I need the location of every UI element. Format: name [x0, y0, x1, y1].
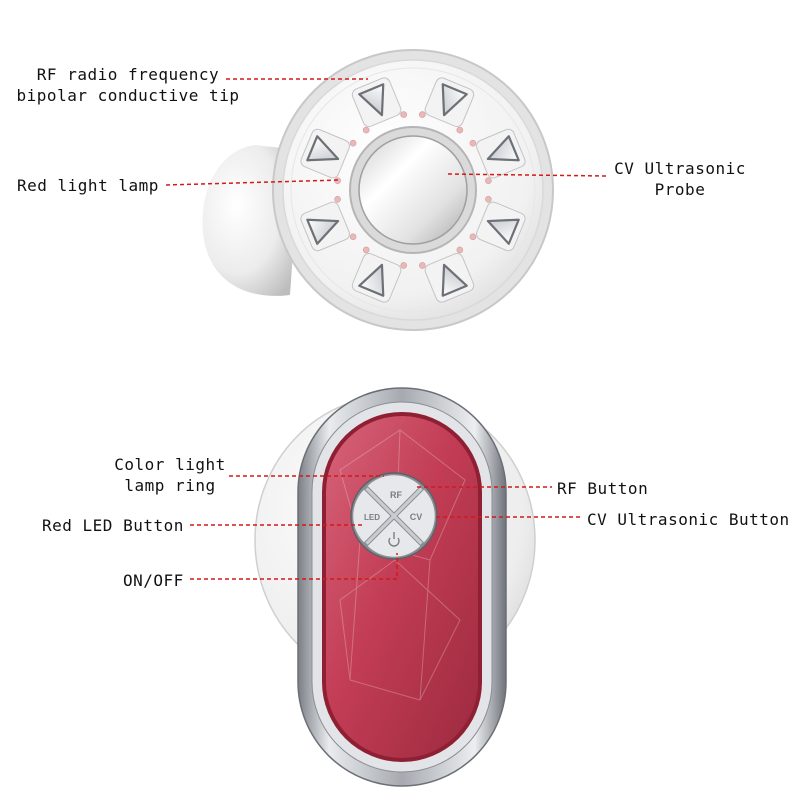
power-button-key[interactable] [366, 518, 422, 558]
cv-button-mark: CV [410, 512, 423, 522]
button-cluster: RF CV LED [350, 472, 438, 560]
rf-tip [300, 128, 350, 179]
red-led-dot [485, 177, 492, 184]
rf-tip-label: RF radio frequency bipolar conductive ti… [8, 64, 248, 106]
rf-tip [424, 77, 475, 127]
color-light-ring-label-line1: Color light [114, 455, 226, 474]
rf-tip-label-line2: bipolar conductive tip [16, 86, 240, 105]
rf-tip-group [300, 77, 526, 303]
leader-lines [165, 78, 607, 580]
red-led-dot [418, 111, 426, 118]
red-led-dot [334, 196, 341, 203]
rf-button-mark: RF [390, 490, 402, 500]
red-led-dot [362, 126, 370, 134]
led-button-key[interactable]: LED [352, 488, 392, 544]
rf-tip [300, 201, 350, 252]
red-led-dot [349, 139, 357, 147]
on-off-label: ON/OFF [123, 571, 184, 590]
red-led-dots [334, 111, 492, 269]
red-light-lamp-label: Red light lamp [17, 176, 159, 195]
cv-button-label: CV Ultrasonic Button [587, 510, 790, 529]
rf-tip [476, 128, 526, 179]
rf-head-device [202, 49, 554, 331]
control-panel-device: RF CV LED [254, 387, 536, 787]
leader-cv-probe [447, 173, 607, 177]
led-button-mark: LED [364, 513, 380, 522]
rf-tip-label-line1: RF radio frequency [36, 65, 220, 84]
cv-button-key[interactable]: CV [396, 488, 436, 544]
power-icon [388, 532, 400, 547]
rf-tip [424, 253, 475, 303]
color-light-ring-label: Color light lamp ring [95, 454, 245, 496]
red-led-dot [485, 196, 492, 203]
rf-tip [351, 77, 402, 127]
red-led-dot [469, 139, 477, 147]
color-light-ring-label-line2: lamp ring [124, 476, 216, 495]
red-led-dot [456, 246, 464, 254]
rf-tip [351, 253, 402, 303]
leader-on-off [190, 553, 398, 580]
rf-button-key[interactable]: RF [366, 474, 422, 514]
red-led-dot [400, 262, 408, 269]
cv-probe-label-line1: CV Ultrasonic [614, 159, 746, 178]
leader-red-light-lamp [165, 179, 341, 186]
rf-button-label: RF Button [557, 479, 649, 498]
red-led-dot [418, 262, 426, 269]
red-led-dot [362, 246, 370, 254]
red-led-dot [349, 233, 357, 241]
cv-probe-label: CV Ultrasonic Probe [605, 158, 755, 200]
cv-probe-label-line2: Probe [654, 180, 706, 199]
red-led-dot [400, 111, 408, 118]
rf-tip [476, 201, 526, 252]
red-led-button-label: Red LED Button [42, 516, 184, 535]
red-led-dot [469, 233, 477, 241]
red-led-dot [456, 126, 464, 134]
